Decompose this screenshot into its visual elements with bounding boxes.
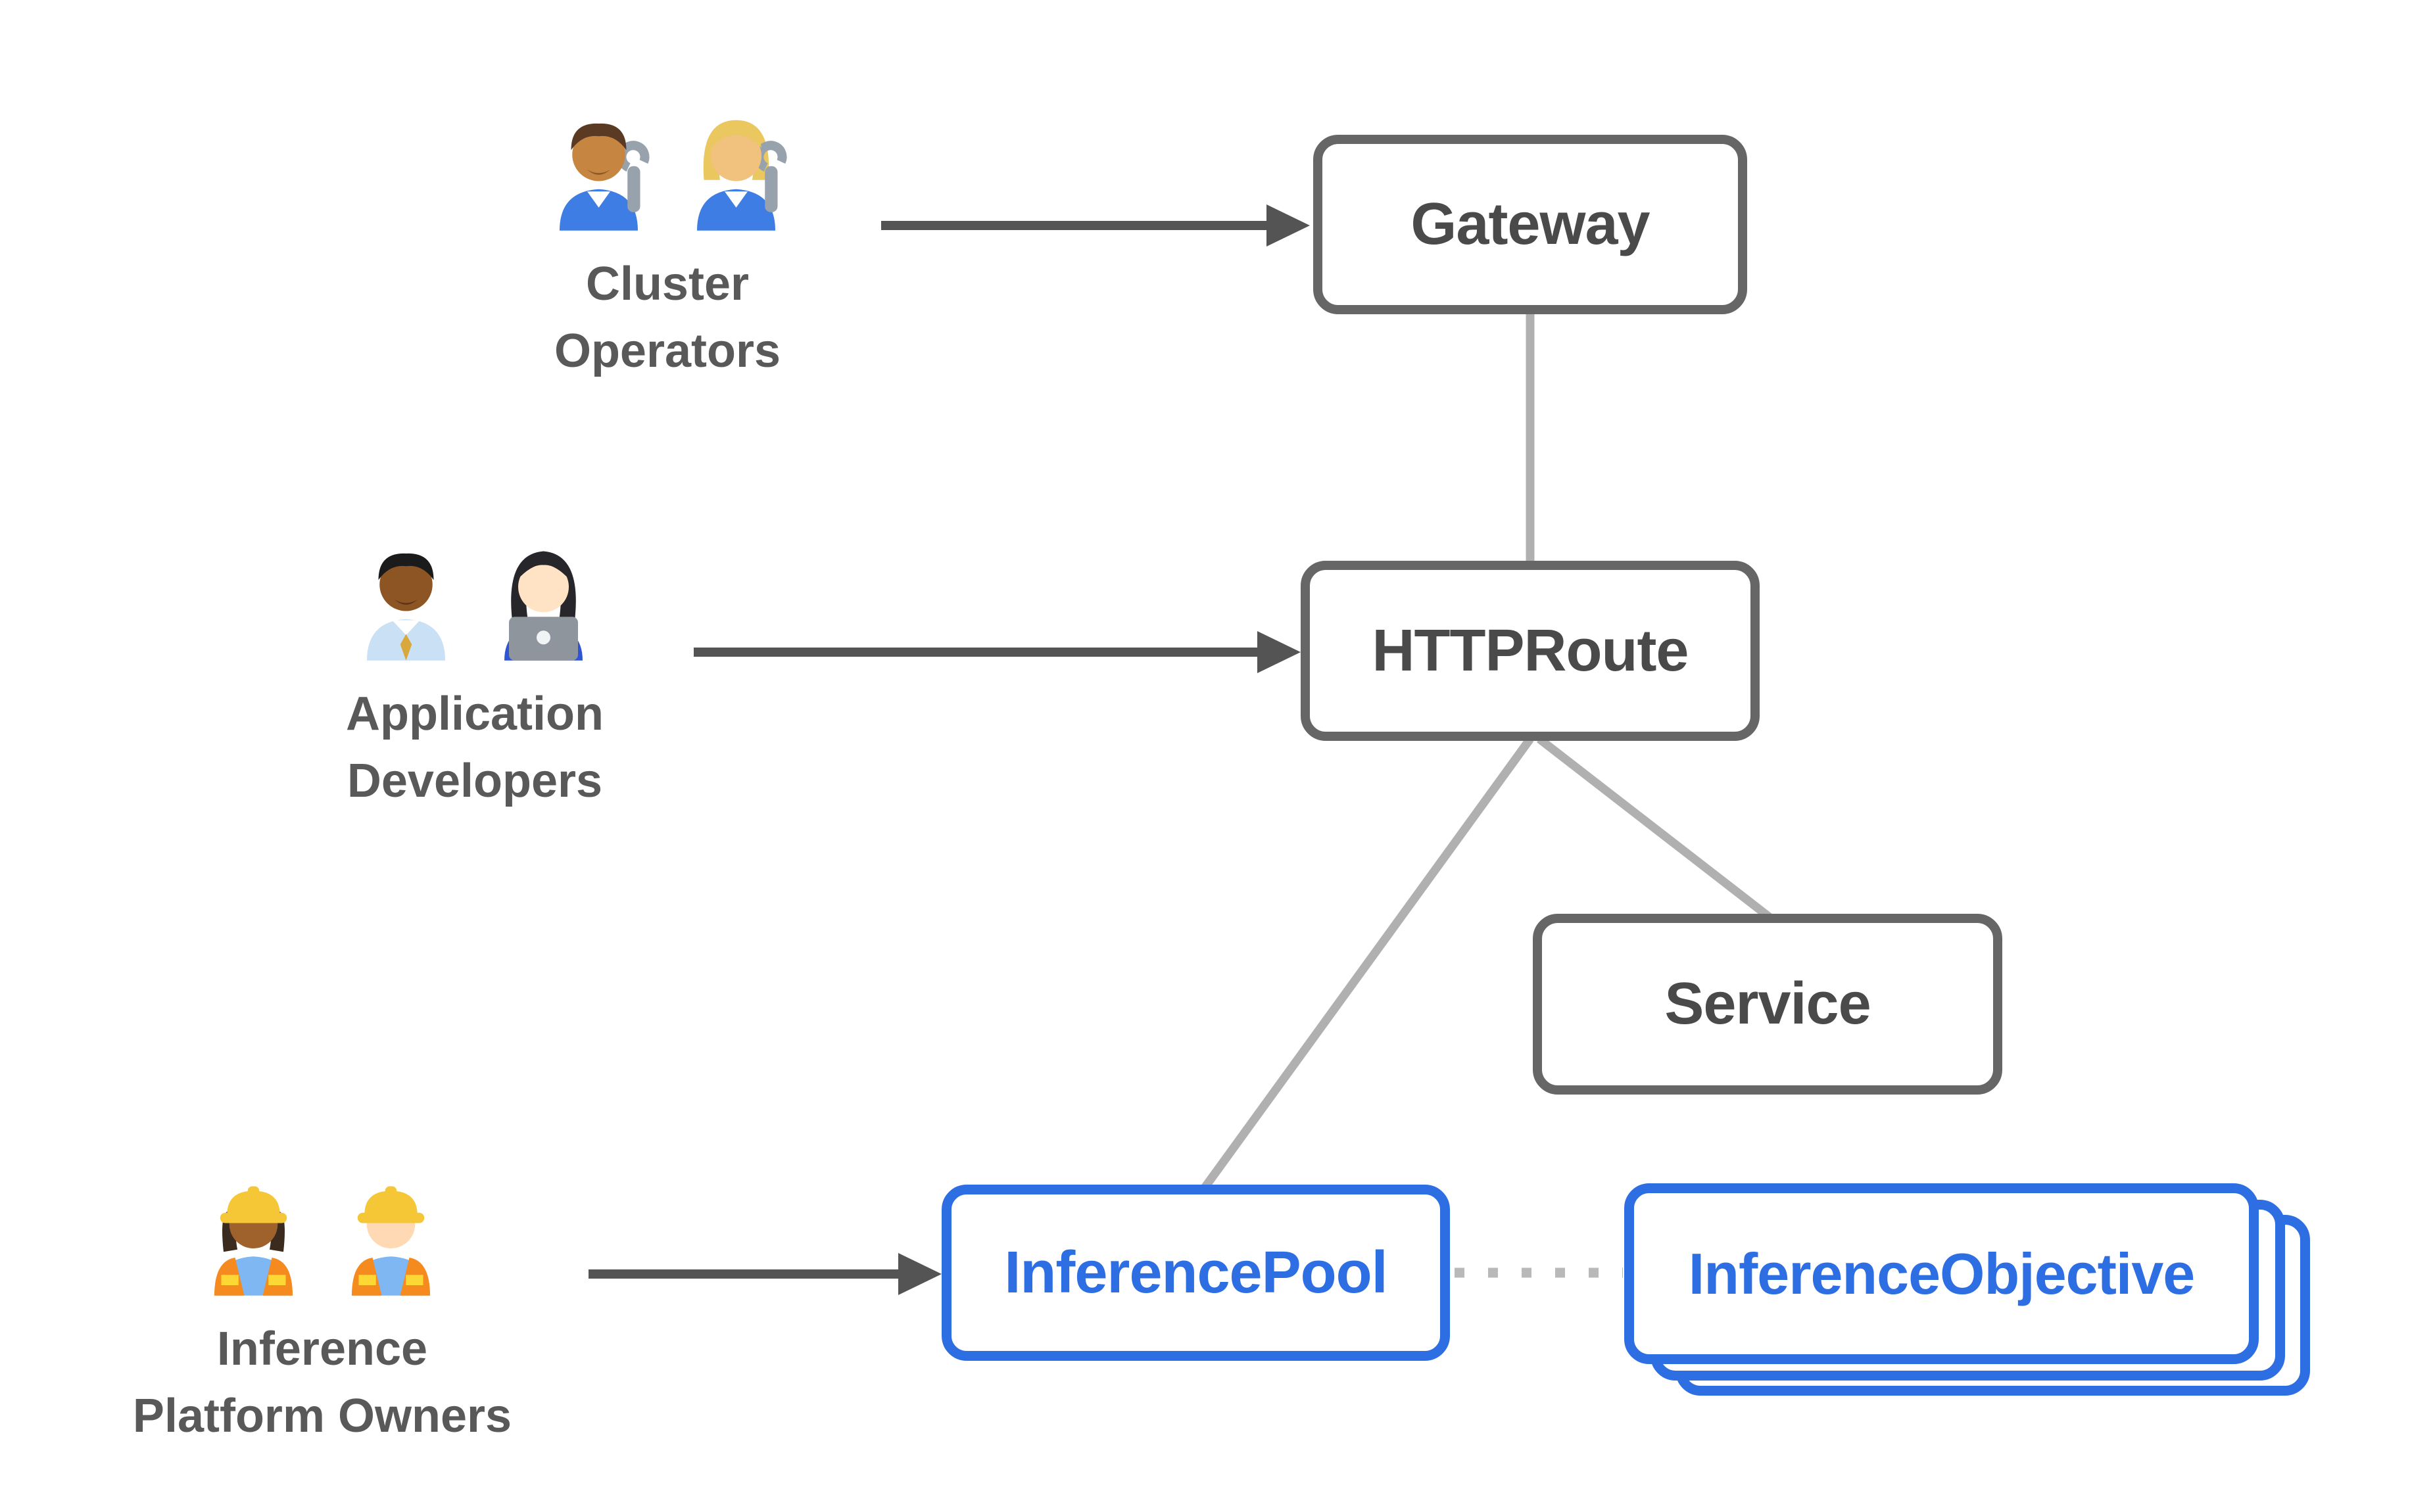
node-inferencepool: InferencePool [942, 1185, 1450, 1361]
application-developers-icons [349, 534, 601, 661]
cluster-operators-icons [541, 104, 794, 231]
node-inferenceobjective: InferenceObjective [1624, 1183, 2259, 1364]
edge-httproute-inferencepool [1200, 736, 1534, 1191]
arrow-appdevs-httproute [694, 631, 1301, 673]
edge-httproute-service [1537, 735, 1773, 922]
actor-inference-platform-owners: Inference Platform Owners [72, 1169, 572, 1450]
node-httproute: HTTPRoute [1301, 561, 1760, 741]
arrow-platformowners-inferencepool [589, 1253, 942, 1295]
application-developers-label: Application Developers [346, 688, 604, 808]
inference-platform-owners-label: Inference Platform Owners [132, 1323, 512, 1443]
node-inferenceobjective-label: InferenceObjective [1688, 1240, 2195, 1306]
node-gateway: Gateway [1313, 135, 1747, 314]
node-httproute-label: HTTPRoute [1372, 617, 1689, 684]
actor-application-developers: Application Developers [225, 534, 725, 815]
node-service-label: Service [1664, 971, 1871, 1037]
arrow-clusterops-gateway [881, 204, 1310, 247]
woman-technologist-icon [504, 551, 583, 661]
node-service: Service [1533, 914, 2002, 1095]
node-gateway-label: Gateway [1410, 191, 1650, 257]
man-construction-worker-icon [352, 1186, 430, 1296]
node-inferenceobjective-stack: InferenceObjective [1624, 1183, 2315, 1400]
woman-construction-worker-icon [214, 1186, 293, 1296]
node-inferencepool-label: InferencePool [1004, 1239, 1387, 1306]
actor-cluster-operators: Cluster Operators [418, 104, 917, 385]
inference-platform-owners-icons [196, 1169, 448, 1296]
cluster-operators-label: Cluster Operators [554, 258, 781, 378]
woman-mechanic-icon [697, 120, 787, 231]
man-office-worker-icon [367, 553, 445, 661]
man-mechanic-icon [560, 123, 650, 231]
